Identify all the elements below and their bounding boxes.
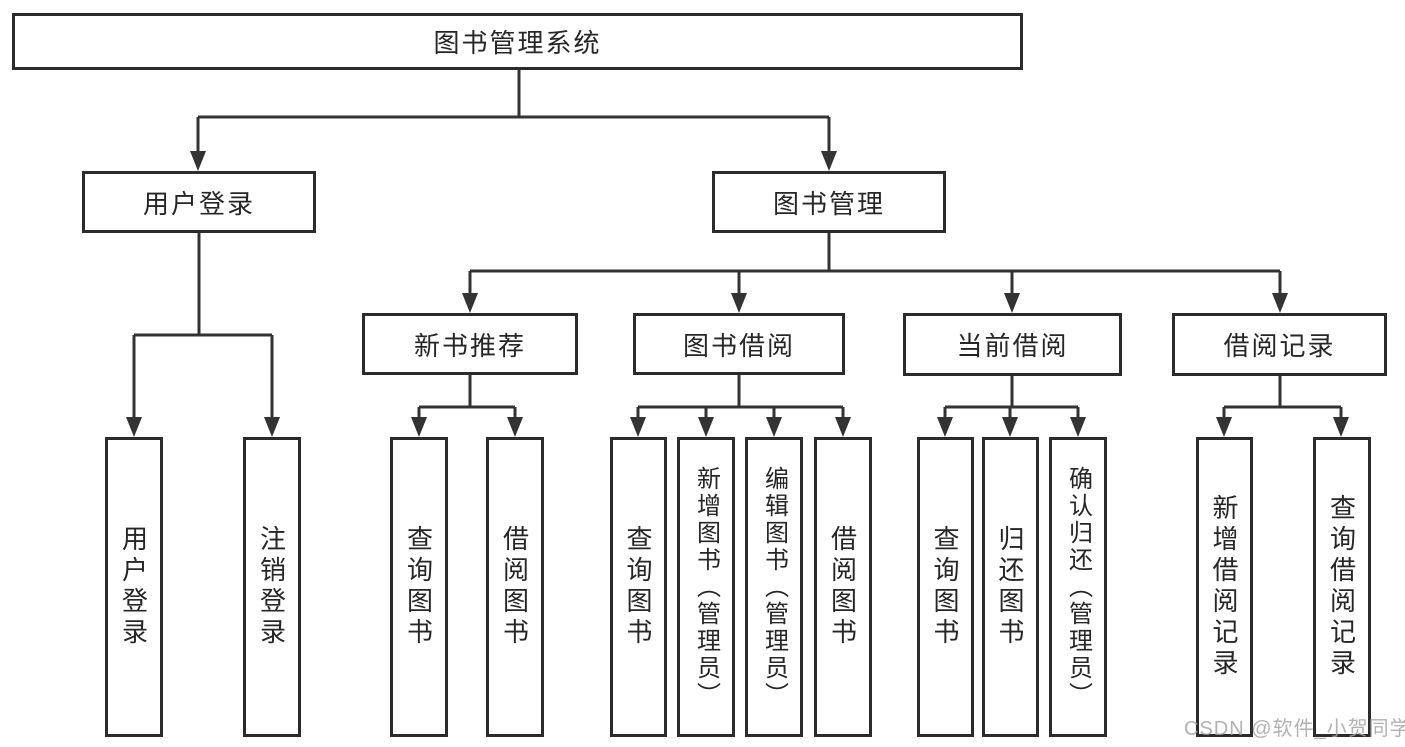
connector-root-to-level2 [190,70,837,171]
leaf-label: 新增借阅记录 [1209,494,1239,680]
node-book-borrowing: 图书借阅 [633,313,845,375]
node-label: 新书推荐 [413,330,526,361]
node-book-management: 图书管理 [712,171,946,233]
leaf-label: 编辑图书（管理员） [760,465,788,709]
leaf-borrow-books-recommend: 借阅图书 [486,437,544,737]
node-label: 图书管理 [772,188,885,219]
leaf-label: 查询图书 [403,525,434,649]
leaf-label: 查询借阅记录 [1326,494,1357,680]
connector-user-login-to-leaves [126,233,280,437]
leaf-edit-books-admin: 编辑图书（管理员） [745,437,803,737]
node-user-login: 用户登录 [82,171,316,233]
connector-book-borrowing-to-leaves [630,375,851,437]
leaf-user-login: 用户登录 [105,437,163,737]
leaf-label: 查询图书 [930,525,960,649]
leaf-label: 用户登录 [118,525,149,649]
connector-new-book-recommend-to-leaves [411,375,523,437]
csdn-watermark: CSDN @软件_小贺同学 [1184,718,1405,740]
connector-current-borrowing-to-leaves [937,375,1086,437]
connector-borrow-records-to-leaves [1216,375,1349,437]
node-label: 图书借阅 [682,330,795,361]
leaf-label: 借阅图书 [499,525,530,649]
leaf-query-books-current: 查询图书 [917,437,974,737]
leaf-label: 查询图书 [623,525,653,649]
leaf-label: 归还图书 [995,525,1025,649]
node-label: 借阅记录 [1223,331,1336,361]
leaf-return-books: 归还图书 [982,437,1039,737]
node-label: 图书管理系统 [433,28,602,58]
node-book-management-system: 图书管理系统 [12,13,1023,70]
leaf-label: 注销登录 [256,525,287,649]
node-current-borrowing: 当前借阅 [903,313,1122,376]
leaf-label: 借阅图书 [827,525,858,649]
node-label: 当前借阅 [956,331,1069,361]
node-label: 用户登录 [142,188,255,219]
leaf-query-books-borrowing: 查询图书 [610,437,667,737]
leaf-add-books-admin: 新增图书（管理员） [677,437,735,737]
node-new-book-recommend: 新书推荐 [362,313,578,375]
leaf-logout-login: 注销登录 [243,437,301,737]
leaf-label: 新增图书（管理员） [692,465,720,709]
leaf-query-books-recommend: 查询图书 [390,437,448,737]
connector-book-management-to-level3 [462,233,1288,313]
leaf-confirm-return-admin: 确认归还（管理员） [1049,437,1107,737]
leaf-add-borrow-record: 新增借阅记录 [1196,437,1253,737]
leaf-borrow-books: 借阅图书 [814,437,872,737]
leaf-label: 确认归还（管理员） [1064,465,1092,709]
node-borrow-records: 借阅记录 [1172,313,1387,376]
leaf-query-borrow-record: 查询借阅记录 [1313,437,1371,737]
